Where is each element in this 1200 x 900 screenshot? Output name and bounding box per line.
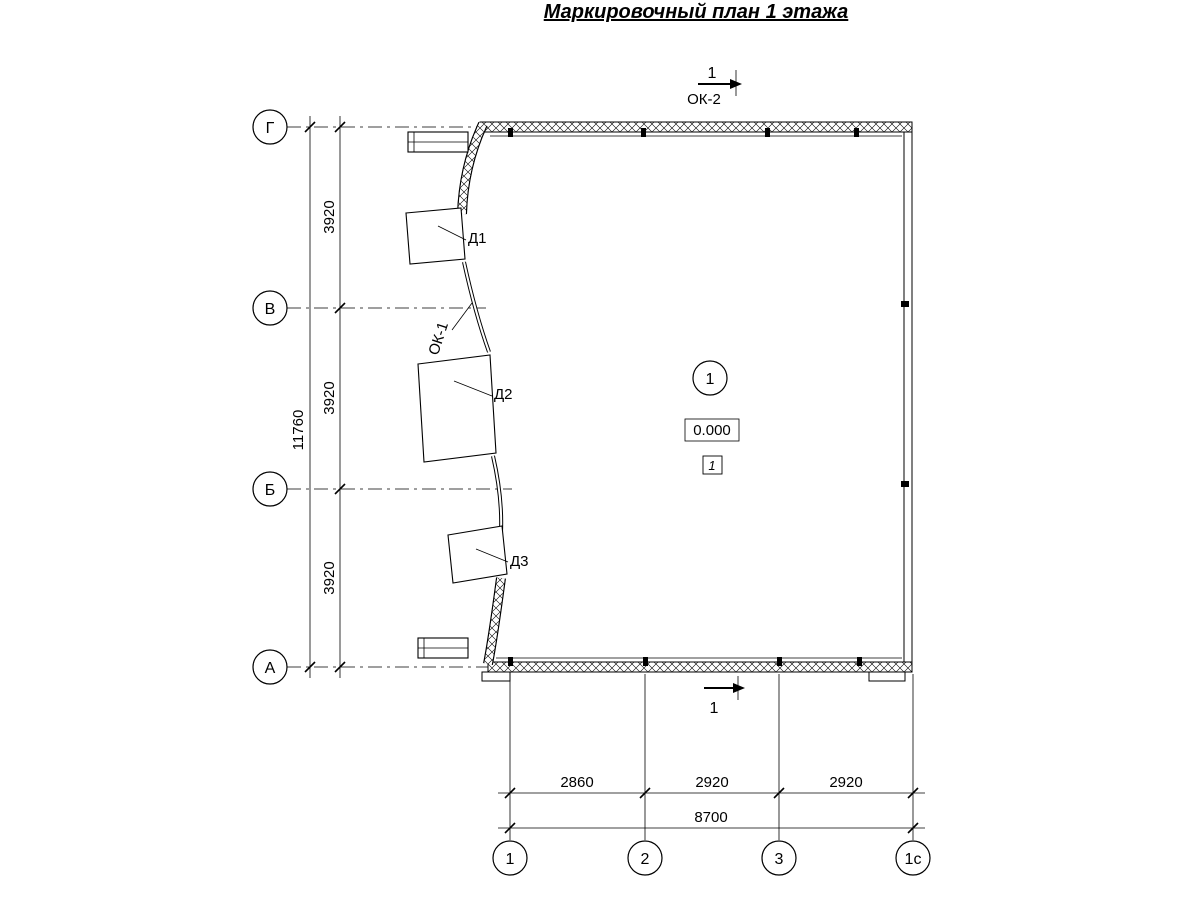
dim-col-total: 8700 xyxy=(694,809,727,826)
axis-label-g: Г xyxy=(266,120,275,137)
axis-label-a: А xyxy=(265,660,276,677)
door-label-d1: Д1 xyxy=(468,230,487,247)
elevation-value: 0.000 xyxy=(693,422,731,439)
wall-top xyxy=(479,121,913,133)
pilaster-left xyxy=(481,671,511,682)
right-wall-tick-1 xyxy=(901,301,909,307)
window-label-ok2: ОК-2 xyxy=(687,91,721,108)
window-ok1-glazing xyxy=(462,261,491,353)
floor-type-mark: 1 xyxy=(702,455,723,475)
door-leaf-d3 xyxy=(447,525,508,584)
mullion-top-2 xyxy=(641,128,646,137)
row-axis-markers: Г В Б А xyxy=(252,109,288,685)
leader-d1 xyxy=(437,225,467,241)
left-dimensions: 3920 3920 3920 11760 xyxy=(290,116,346,678)
section-number-bottom: 1 xyxy=(710,700,719,717)
mullion-top-3 xyxy=(765,128,770,137)
leader-d3 xyxy=(475,548,509,563)
axis-marker-1 xyxy=(492,840,528,876)
axis-marker-g xyxy=(252,109,288,145)
leader-ok1 xyxy=(451,302,473,331)
floor-type-value: 1 xyxy=(708,458,715,473)
wall-right xyxy=(903,121,913,673)
door-label-d3: Д3 xyxy=(510,553,529,570)
dim-col-segment-1: 2860 xyxy=(560,774,593,791)
axis-label-3: 3 xyxy=(775,851,784,868)
dim-row-segment-2: 3920 xyxy=(321,381,338,414)
axis-label-1c: 1с xyxy=(905,851,922,868)
axis-marker-2 xyxy=(627,840,663,876)
axis-label-v: В xyxy=(265,301,276,318)
door-leaf-d1 xyxy=(405,207,466,265)
door-leaf-d2 xyxy=(417,354,497,463)
room-number: 1 xyxy=(706,371,715,388)
section-mark-top: 1 ОК-2 xyxy=(687,65,742,108)
axis-label-2: 2 xyxy=(641,851,650,868)
right-wall-tick-2 xyxy=(901,481,909,487)
dim-row-segment-3: 3920 xyxy=(321,561,338,594)
mullion-top-1 xyxy=(508,128,513,137)
mullion-bottom-2 xyxy=(643,657,648,666)
mullion-bottom-1 xyxy=(508,657,513,666)
axis-label-b: Б xyxy=(265,482,276,499)
dim-row-segment-1: 3920 xyxy=(321,200,338,233)
drawing-title: Маркировочный план 1 этажа xyxy=(544,1,849,23)
axis-marker-3 xyxy=(761,840,797,876)
col-axis-markers: 1 2 3 1с xyxy=(492,840,931,876)
window-glazing-2 xyxy=(491,455,504,533)
mullion-bottom-3 xyxy=(777,657,782,666)
room-number-badge: 1 xyxy=(692,360,728,396)
radiator-bottom xyxy=(417,637,469,659)
curved-wall-lower xyxy=(483,577,506,665)
mullion-top-4 xyxy=(854,128,859,137)
curved-wall-upper xyxy=(457,121,488,215)
radiator-top xyxy=(407,131,469,153)
axis-marker-1c xyxy=(895,840,931,876)
bottom-dimensions: 2860 2920 2920 8700 xyxy=(498,774,925,834)
axis-marker-a xyxy=(252,649,288,685)
dim-col-segment-2: 2920 xyxy=(695,774,728,791)
axis-label-1: 1 xyxy=(506,851,515,868)
section-mark-bottom: 1 xyxy=(704,676,745,717)
section-arrow-head-bottom xyxy=(733,683,745,693)
section-number-top: 1 xyxy=(708,65,717,82)
dim-row-total: 11760 xyxy=(290,410,307,451)
axis-marker-v xyxy=(252,290,288,326)
wall-bottom xyxy=(487,661,913,673)
leader-d2 xyxy=(453,380,493,397)
dim-col-segment-3: 2920 xyxy=(829,774,862,791)
elevation-mark: 0.000 xyxy=(684,418,740,442)
axis-marker-b xyxy=(252,471,288,507)
window-label-ok1: ОК-1 xyxy=(425,320,452,357)
mullion-bottom-4 xyxy=(857,657,862,666)
door-label-d2: Д2 xyxy=(494,386,513,403)
pilaster-right xyxy=(868,671,906,682)
